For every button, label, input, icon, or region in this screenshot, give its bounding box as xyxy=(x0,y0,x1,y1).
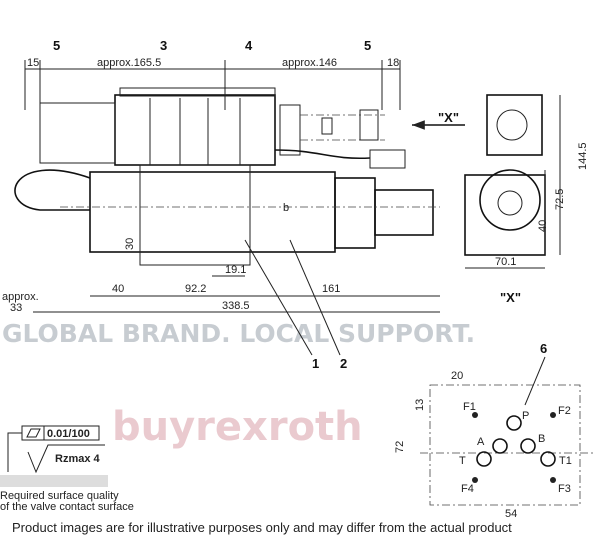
surface-quality: 0.01/100 Rzmax 4 Required surface qualit… xyxy=(0,425,134,513)
port-t1: T1 xyxy=(559,455,572,467)
dim-338-5: 338.5 xyxy=(222,300,250,312)
disclaimer-text: Product images are for illustrative purp… xyxy=(12,520,512,535)
callout-5-left: 5 xyxy=(53,38,60,53)
port-a: A xyxy=(477,436,485,448)
surface-note-line1: Required surface quality xyxy=(0,490,119,502)
fixing-f4: F4 xyxy=(461,483,474,495)
dim-161: 161 xyxy=(322,283,340,295)
port-b: B xyxy=(538,433,545,445)
label-b: b xyxy=(283,202,289,214)
watermark-brand: buyrexroth xyxy=(112,404,363,450)
dim-40-end: 40 xyxy=(537,220,549,232)
top-dimensions: 15 approx.165.5 approx.146 18 5 3 4 5 "X… xyxy=(24,38,465,130)
dim-20: 20 xyxy=(451,370,463,382)
dim-144-5: 144.5 xyxy=(577,142,589,170)
dim-13: 13 xyxy=(414,399,426,411)
dim-92-2: 92.2 xyxy=(185,283,206,295)
dim-72-5: 72.5 xyxy=(554,189,566,210)
callout-1: 1 xyxy=(312,356,319,371)
view-x-label: "X" xyxy=(500,290,521,305)
dim-19-1: 19.1 xyxy=(225,264,246,276)
dim-54: 54 xyxy=(505,508,517,520)
roughness-value: Rzmax 4 xyxy=(55,453,101,465)
watermark-domain: .com xyxy=(592,182,604,290)
dim-70-1: 70.1 xyxy=(495,256,516,268)
dim-30: 30 xyxy=(124,238,136,250)
flatness-tolerance: 0.01/100 xyxy=(47,428,90,440)
port-t: T xyxy=(459,455,466,467)
dim-18: 18 xyxy=(387,57,399,69)
callout-2: 2 xyxy=(340,356,347,371)
dim-72: 72 xyxy=(394,441,406,453)
callout-6: 6 xyxy=(540,341,547,356)
callout-3: 3 xyxy=(160,38,167,53)
view-x-arrow-label: "X" xyxy=(438,110,459,125)
watermark-slogan: GLOBAL BRAND. LOCAL SUPPORT. xyxy=(2,319,475,348)
port-p: P xyxy=(522,410,529,422)
dim-approx: approx. xyxy=(2,291,39,303)
callout-4: 4 xyxy=(245,38,253,53)
dim-33: 33 xyxy=(10,302,22,314)
dim-40: 40 xyxy=(112,283,124,295)
callout-5-right: 5 xyxy=(364,38,371,53)
port-pattern: 6 20 13 72 54 P A B T T1 F1 F2 F3 F4 xyxy=(394,341,595,520)
fixing-f1: F1 xyxy=(463,401,476,413)
bottom-dimensions: b 30 19.1 40 92.2 161 338.5 approx. 33 1… xyxy=(2,202,440,371)
dim-15: 15 xyxy=(27,57,39,69)
fixing-f3: F3 xyxy=(558,483,571,495)
dim-approx-146: approx.146 xyxy=(282,57,337,69)
end-view: 144.5 72.5 40 70.1 "X" xyxy=(464,94,589,305)
dim-approx-165-5: approx.165.5 xyxy=(97,57,161,69)
fixing-f2: F2 xyxy=(558,405,571,417)
surface-note-line2: of the valve contact surface xyxy=(0,501,134,513)
valve-side-view xyxy=(14,87,440,266)
